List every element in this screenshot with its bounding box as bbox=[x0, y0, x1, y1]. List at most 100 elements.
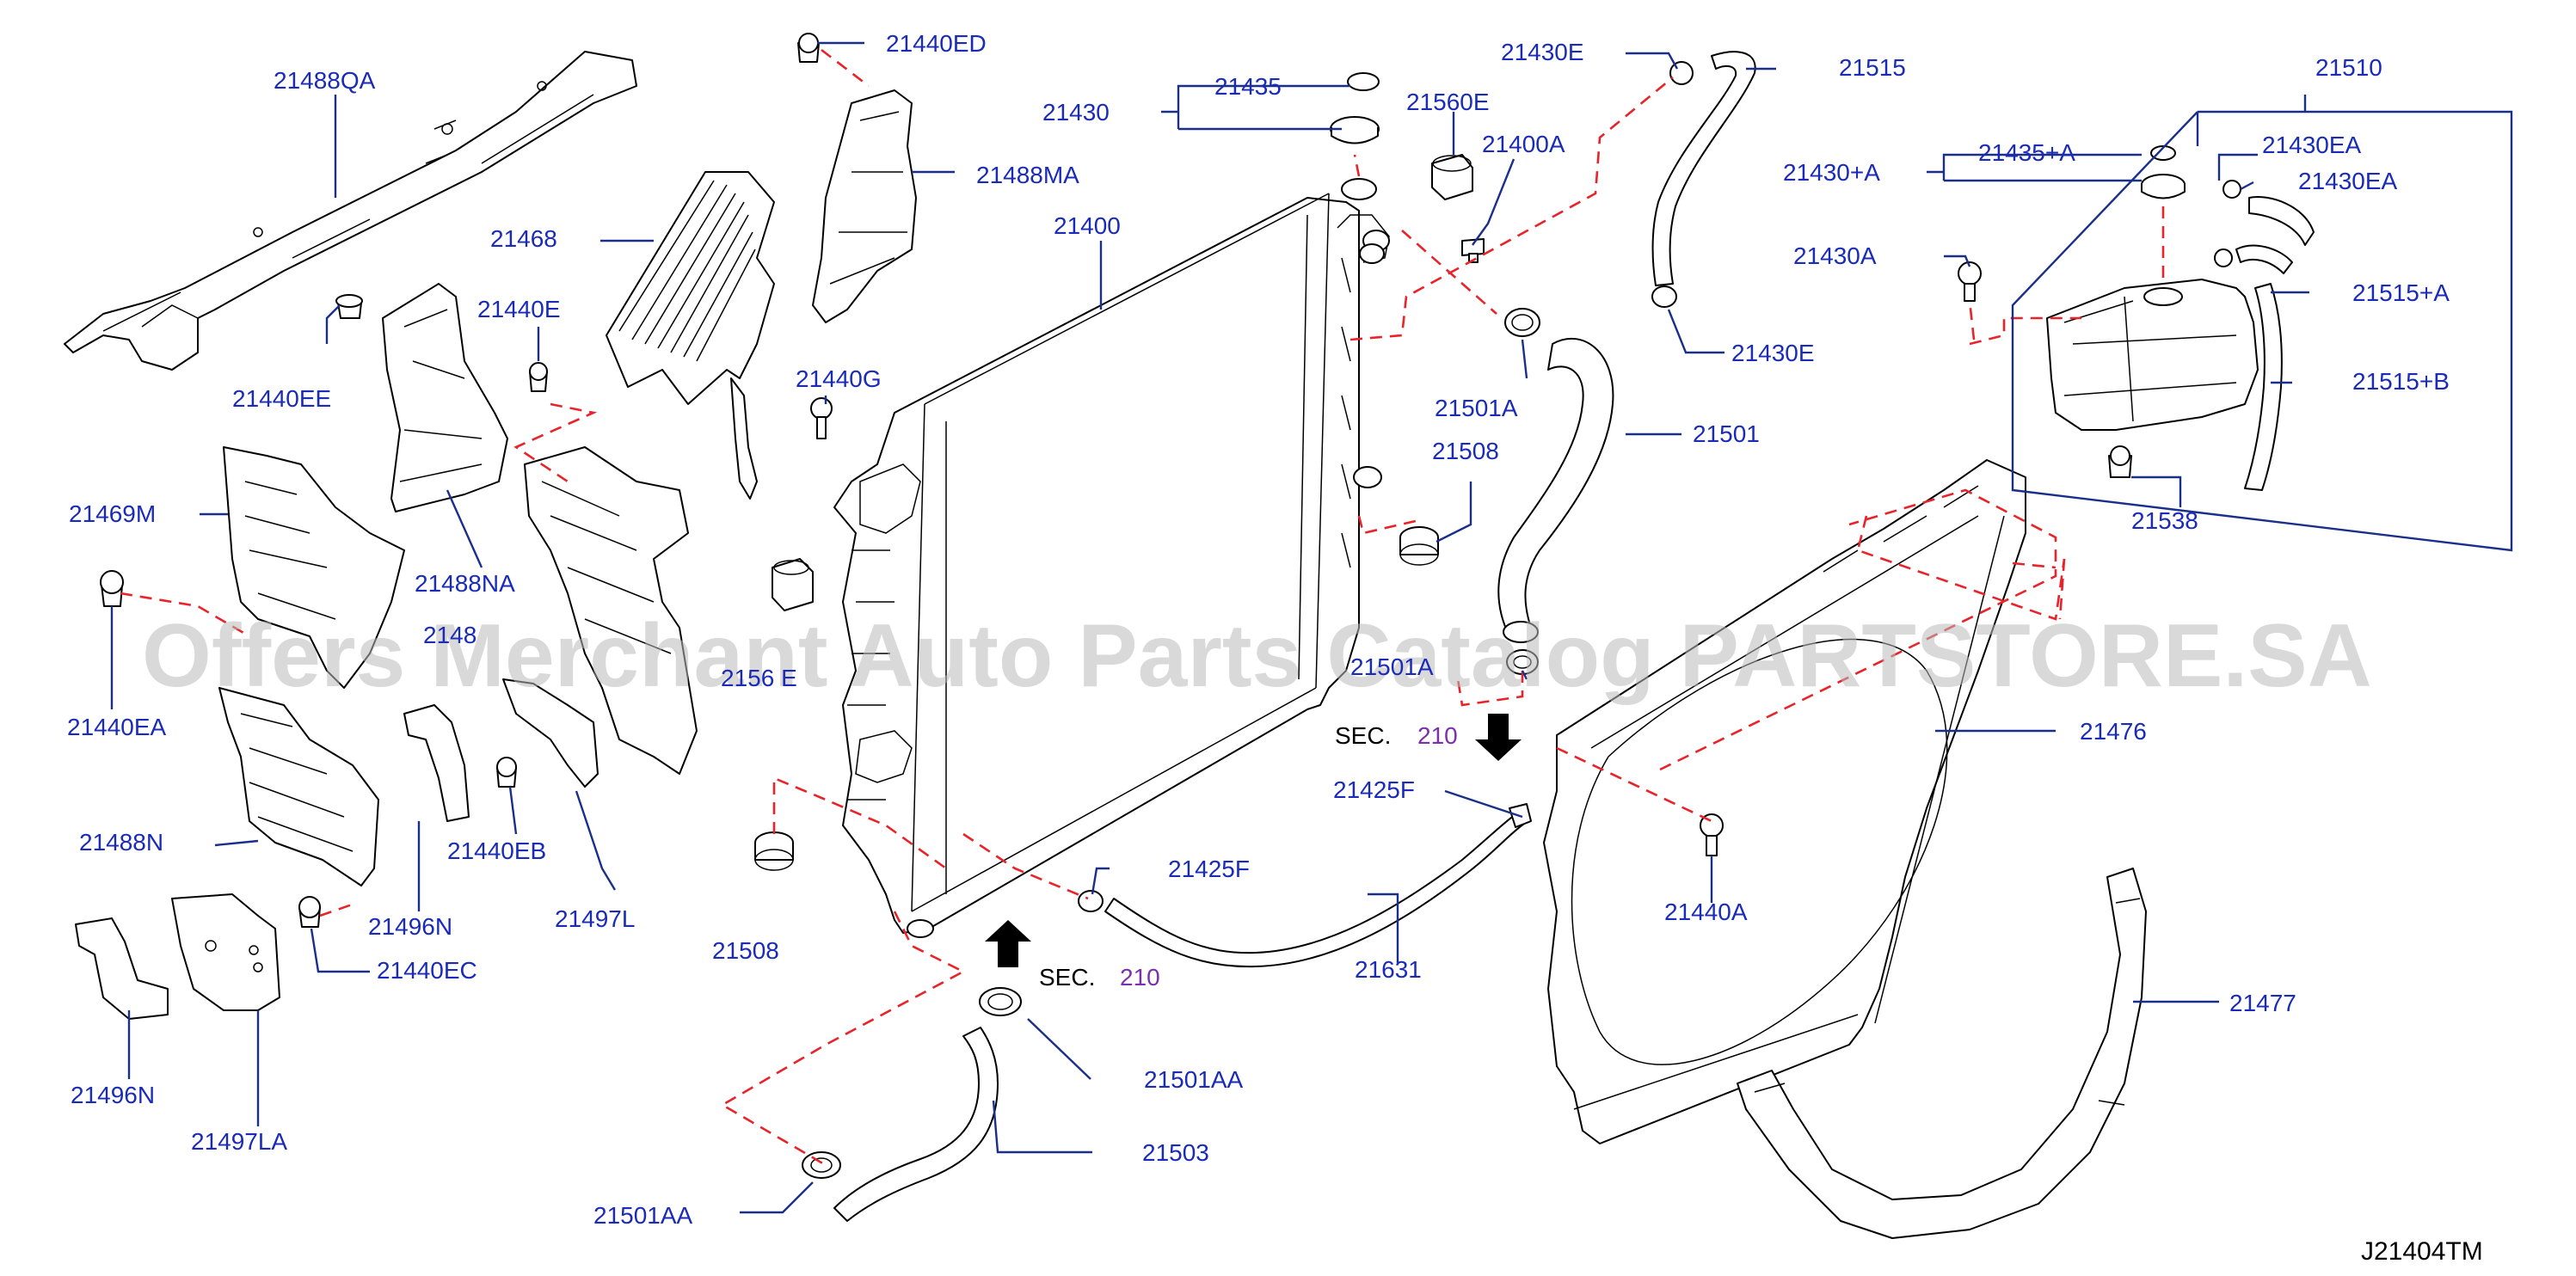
reservoir-hose-21515b-part bbox=[2244, 283, 2283, 491]
label-21631: 21631 bbox=[1355, 956, 1422, 983]
lower-shroud-21477-part bbox=[1737, 868, 2147, 1239]
label-21488qa: 21488QA bbox=[274, 67, 376, 94]
bolt-21440g-part bbox=[810, 397, 833, 439]
bracket-21497l-part bbox=[502, 678, 599, 788]
side-shroud-left-part bbox=[524, 446, 698, 775]
bracket-21497la-part bbox=[171, 893, 280, 1011]
label-21476: 21476 bbox=[2080, 718, 2147, 745]
clamp-21501a-upper-part bbox=[1504, 308, 1540, 337]
seal-21496n-part bbox=[403, 704, 470, 822]
hose-21631-part bbox=[1078, 803, 1532, 968]
label-21501a-upper: 21501A bbox=[1435, 395, 1518, 421]
label-21430ea-upper: 21430EA bbox=[2262, 132, 2362, 158]
air-guide-21468-part bbox=[606, 171, 775, 500]
label-21440e-left: 21440E bbox=[477, 296, 561, 322]
label-21430-plus-a: 21430+A bbox=[1783, 159, 1880, 186]
connection-dash-lines bbox=[120, 48, 2165, 1167]
label-21501aa-right: 21501AA bbox=[1144, 1066, 1244, 1093]
sec-arrow-down bbox=[1475, 714, 1522, 761]
reservoir-tank-21510-part bbox=[2046, 279, 2259, 431]
lower-hose-21503-part bbox=[802, 987, 1022, 1222]
drawing-code: J21404TM bbox=[2361, 1237, 2483, 1266]
label-21440eb: 21440EB bbox=[447, 837, 546, 864]
upper-guide-21488ma-part bbox=[812, 89, 917, 323]
label-21560e-right: 21560E bbox=[1406, 89, 1490, 115]
label-21440a: 21440A bbox=[1664, 899, 1748, 925]
mount-21508-upper-part bbox=[1399, 526, 1439, 566]
label-21488na: 21488NA bbox=[415, 570, 515, 597]
label-21501aa-left: 21501AA bbox=[593, 1202, 693, 1229]
label-21497la: 21497LA bbox=[191, 1128, 287, 1155]
sec-ref-upper-number: 210 bbox=[1417, 722, 1458, 749]
label-21468: 21468 bbox=[490, 225, 557, 252]
radiator-21400-part bbox=[833, 178, 1390, 938]
clip-21440ea-part bbox=[100, 570, 124, 607]
fan-shroud-21476-part bbox=[1543, 459, 2026, 1144]
upper-hose-21501-part bbox=[1497, 337, 1614, 643]
label-21440g: 21440G bbox=[796, 365, 882, 392]
mount-21560e-left-part bbox=[772, 558, 814, 611]
reservoir-cap-part bbox=[2141, 145, 2186, 199]
clip-21440e-part bbox=[529, 362, 548, 392]
label-21440ec: 21440EC bbox=[377, 957, 477, 984]
label-21477: 21477 bbox=[2229, 990, 2296, 1016]
label-21508-upper: 21508 bbox=[1432, 438, 1499, 464]
label-21488n: 21488N bbox=[79, 829, 163, 856]
label-21488ma: 21488MA bbox=[976, 162, 1079, 188]
label-2156e-partial: 2156 E bbox=[721, 665, 797, 691]
label-21400a: 21400A bbox=[1482, 131, 1565, 157]
sec-ref-upper-word: SEC. bbox=[1335, 722, 1391, 749]
mount-21560e-right-part bbox=[1431, 154, 1473, 200]
label-21440ee: 21440EE bbox=[232, 385, 331, 412]
label-21440ea: 21440EA bbox=[67, 714, 167, 740]
bolt-21440a-part bbox=[1700, 813, 1724, 856]
label-21430: 21430 bbox=[1042, 99, 1110, 126]
clip-21440ec-part bbox=[298, 896, 321, 928]
label-21496n-middle: 21496N bbox=[368, 913, 452, 940]
label-21510: 21510 bbox=[2315, 54, 2382, 81]
label-21469m: 21469M bbox=[69, 500, 156, 527]
lower-guide-21469m-part bbox=[223, 446, 405, 689]
label-21497l: 21497L bbox=[555, 905, 635, 932]
reservoir-hose-21515a-part bbox=[2214, 180, 2315, 274]
mount-21508-lower-part bbox=[754, 831, 794, 871]
label-21430ea-lower: 21430EA bbox=[2298, 168, 2398, 194]
label-21508-lower: 21508 bbox=[712, 937, 779, 964]
watermark-text: Offers Merchant Auto Parts Catalog PARTS… bbox=[142, 606, 2372, 706]
sec-ref-lower-word: SEC. bbox=[1039, 964, 1095, 991]
clip-21440eb-part bbox=[496, 757, 517, 788]
label-21503: 21503 bbox=[1142, 1139, 1209, 1166]
overflow-hose-21515-part bbox=[1651, 51, 1756, 308]
label-21515-plus-a: 21515+A bbox=[2352, 279, 2450, 306]
bolt-21400a-part bbox=[1461, 238, 1485, 263]
lower-panel-21488n-part bbox=[218, 687, 379, 886]
seal-21496n-lower-part bbox=[75, 917, 169, 1020]
radiator-cap-21430-part bbox=[1330, 72, 1380, 144]
clip-21440ed-part bbox=[797, 33, 820, 63]
sec-arrow-up bbox=[985, 920, 1031, 967]
label-21440ed: 21440ED bbox=[886, 30, 987, 57]
clip-21440ee-part bbox=[335, 294, 363, 319]
cap-21538-part bbox=[2108, 445, 2132, 478]
label-21435: 21435 bbox=[1214, 73, 1282, 100]
label-21400: 21400 bbox=[1054, 212, 1121, 239]
label-21425f-right: 21425F bbox=[1333, 776, 1415, 803]
label-21430a: 21430A bbox=[1793, 242, 1877, 269]
label-21515: 21515 bbox=[1839, 54, 1906, 81]
side-air-guide-21488na-part bbox=[382, 283, 508, 512]
label-21515-plus-b: 21515+B bbox=[2352, 368, 2450, 395]
label-21435-plus-a: 21435+A bbox=[1978, 139, 2075, 166]
label-2148-partial: 2148 bbox=[423, 622, 476, 648]
label-21425f-left: 21425F bbox=[1168, 856, 1250, 882]
bolt-21430a-part bbox=[1958, 261, 1982, 302]
label-21538: 21538 bbox=[2131, 507, 2198, 534]
label-21501a-lower: 21501A bbox=[1350, 653, 1434, 680]
label-21496n-lower: 21496N bbox=[71, 1082, 155, 1108]
label-21430e-upper: 21430E bbox=[1501, 39, 1584, 65]
upper-radiator-cover-part bbox=[64, 51, 637, 371]
sec-ref-lower-number: 210 bbox=[1120, 964, 1160, 991]
callout-leader-lines bbox=[110, 41, 2513, 1214]
label-21501: 21501 bbox=[1693, 420, 1760, 447]
label-21430e-lower: 21430E bbox=[1731, 340, 1815, 366]
